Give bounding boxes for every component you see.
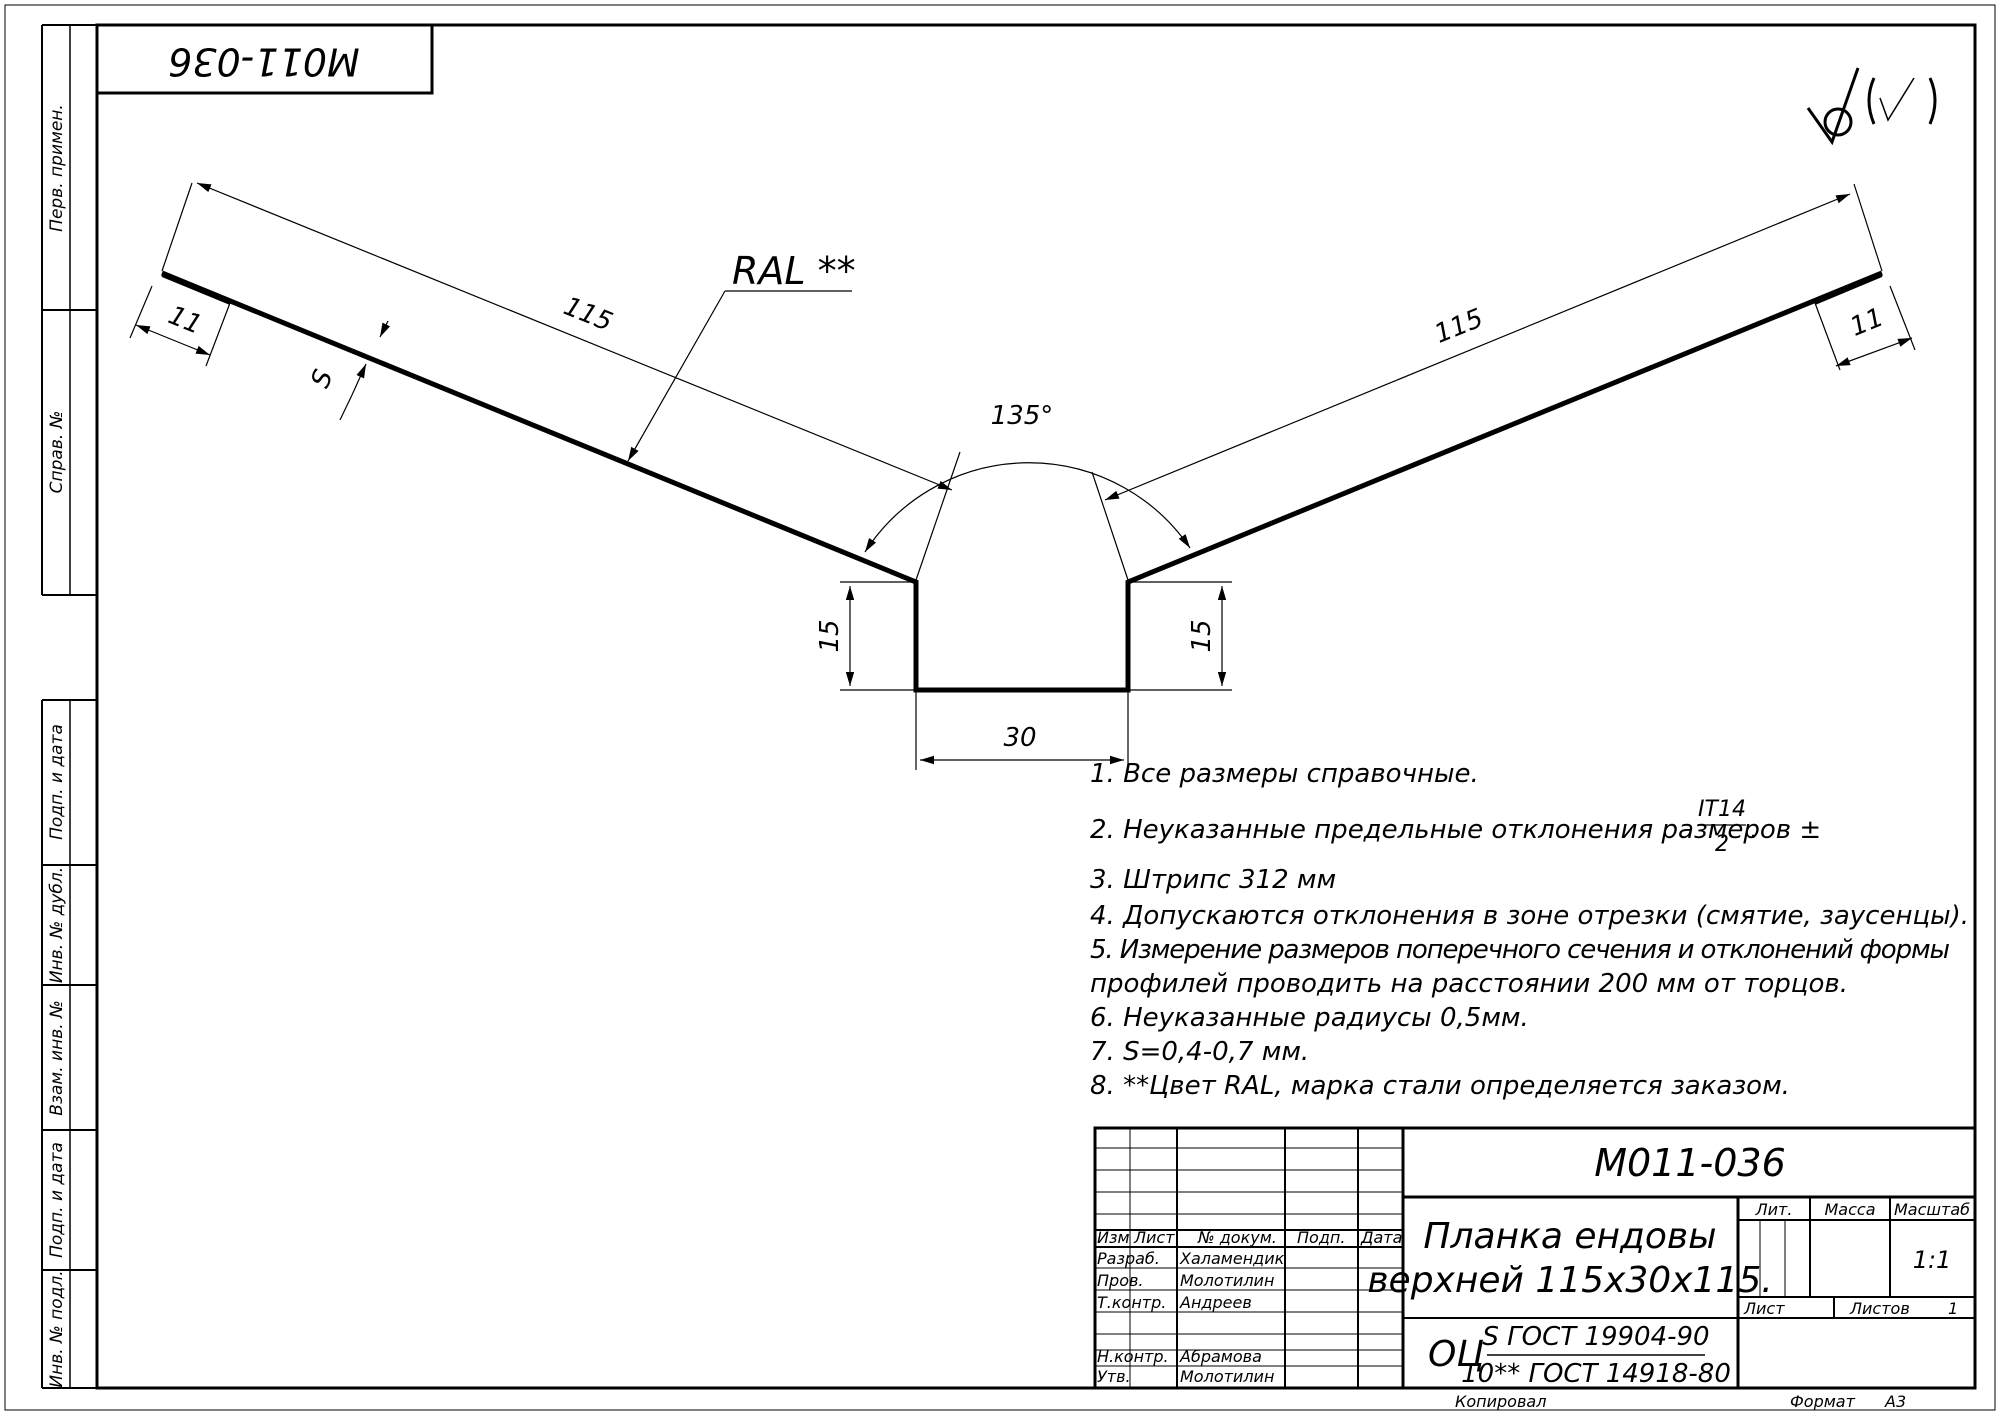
tb-header-massa: Масса — [1824, 1200, 1875, 1219]
dim-left-depth: 15 — [815, 619, 845, 652]
code-stamp-box — [95, 23, 434, 95]
note-3: 3. Штрипс 312 мм — [1090, 865, 1336, 895]
side-label-perv: Перв. примен. — [47, 104, 67, 232]
side-label-inv-podl: Инв. № подл. — [47, 1270, 67, 1387]
tb-role-0: Разраб. — [1097, 1249, 1160, 1268]
tb-name-1: Молотилин — [1180, 1271, 1274, 1290]
note-8: 8. **Цвет RAL, марка стали определяется … — [1090, 1071, 1790, 1101]
tb-name-0: Халамендик — [1179, 1249, 1285, 1268]
tb-doc-number: М011-036 — [1594, 1141, 1786, 1185]
tb-sheets-total: 1 — [1948, 1299, 1958, 1318]
tb-scale: 1:1 — [1913, 1246, 1952, 1274]
note-5a: 5. Измерение размеров поперечного сечени… — [1090, 935, 1950, 965]
note-7: 7. S=0,4-0,7 мм. — [1090, 1037, 1309, 1067]
tb-header-lit: Лит. — [1755, 1200, 1793, 1219]
tb-header-masshtab: Масштаб — [1894, 1200, 1970, 1219]
dim-right-depth: 15 — [1187, 619, 1217, 652]
side-label-inv-dubl: Инв. № дубл. — [47, 867, 67, 983]
note-2-tail: . — [1750, 815, 1758, 845]
dim-right-hem: 11 — [1846, 302, 1888, 342]
note-2-denominator: 2 — [1715, 832, 1729, 857]
tb-role-4: Утв. — [1097, 1367, 1131, 1386]
color-callout: RAL ** — [732, 249, 856, 293]
tb-header-izm: Изм — [1097, 1228, 1130, 1247]
tb-role-3: Н.контр. — [1097, 1347, 1169, 1366]
dimension-lines — [129, 182, 1916, 770]
tb-material-prefix: ОЦ — [1428, 1334, 1484, 1375]
tb-title-line1: Планка ендовы — [1423, 1216, 1716, 1257]
tb-role-1: Пров. — [1097, 1271, 1144, 1290]
side-label-vzam: Взам. инв. № — [47, 1000, 67, 1115]
note-6: 6. Неуказанные радиусы 0,5мм. — [1090, 1003, 1529, 1033]
tb-material-bottom: 10** ГОСТ 14918-80 — [1461, 1359, 1731, 1389]
roughness-icon — [1806, 67, 1937, 146]
footer-format-label: Формат — [1790, 1392, 1856, 1411]
note-5b: профилей проводить на расстоянии 200 мм … — [1090, 969, 1848, 999]
title-block — [1093, 1126, 1977, 1390]
tb-role-2: Т.контр. — [1097, 1293, 1166, 1312]
outer-border — [4, 4, 1996, 1411]
code-stamp: М011-036 — [168, 40, 360, 84]
footer-copied: Копировал — [1455, 1392, 1546, 1411]
tb-header-podp: Подп. — [1297, 1228, 1345, 1247]
drawing-frame — [95, 23, 1977, 1390]
note-2-numerator: IT14 — [1698, 797, 1746, 822]
notes-block: 1. Все размеры справочные. 2. Неуказанны… — [1090, 759, 1969, 1101]
side-label-podp2: Подп. и дата — [47, 1142, 67, 1258]
side-label-podp1: Подп. и дата — [47, 724, 67, 840]
dim-left-hem: 11 — [164, 300, 206, 340]
tb-name-2: Андреев — [1179, 1293, 1252, 1312]
tb-title-line2: верхней 115х30х115. — [1367, 1260, 1772, 1301]
note-1: 1. Все размеры справочные. — [1090, 759, 1479, 789]
dim-right-flange: 115 — [1430, 303, 1487, 349]
side-label-sprav: Справ. № — [47, 411, 67, 494]
dim-bottom-width: 30 — [1003, 723, 1036, 753]
tb-material-top: S ГОСТ 19904-90 — [1482, 1322, 1709, 1352]
dim-left-flange: 115 — [559, 291, 616, 337]
tb-header-ndokum: № докум. — [1197, 1228, 1277, 1247]
tb-name-4: Молотилин — [1180, 1367, 1274, 1386]
tb-header-listov: Листов — [1849, 1299, 1910, 1318]
dim-angle: 135° — [991, 401, 1054, 431]
profile-section — [161, 270, 1883, 693]
dim-thickness: S — [306, 366, 340, 393]
tb-header-list2: Лист — [1743, 1299, 1785, 1318]
tb-name-3: Абрамова — [1179, 1347, 1262, 1366]
tb-header-list: Лист — [1133, 1228, 1175, 1247]
tb-header-data: Дата — [1360, 1228, 1402, 1247]
footer-format-value: А3 — [1884, 1392, 1906, 1411]
side-strip — [41, 24, 97, 1389]
note-2: 2. Неуказанные предельные отклонения раз… — [1090, 815, 1821, 845]
note-4: 4. Допускаются отклонения в зоне отрезки… — [1090, 901, 1969, 931]
